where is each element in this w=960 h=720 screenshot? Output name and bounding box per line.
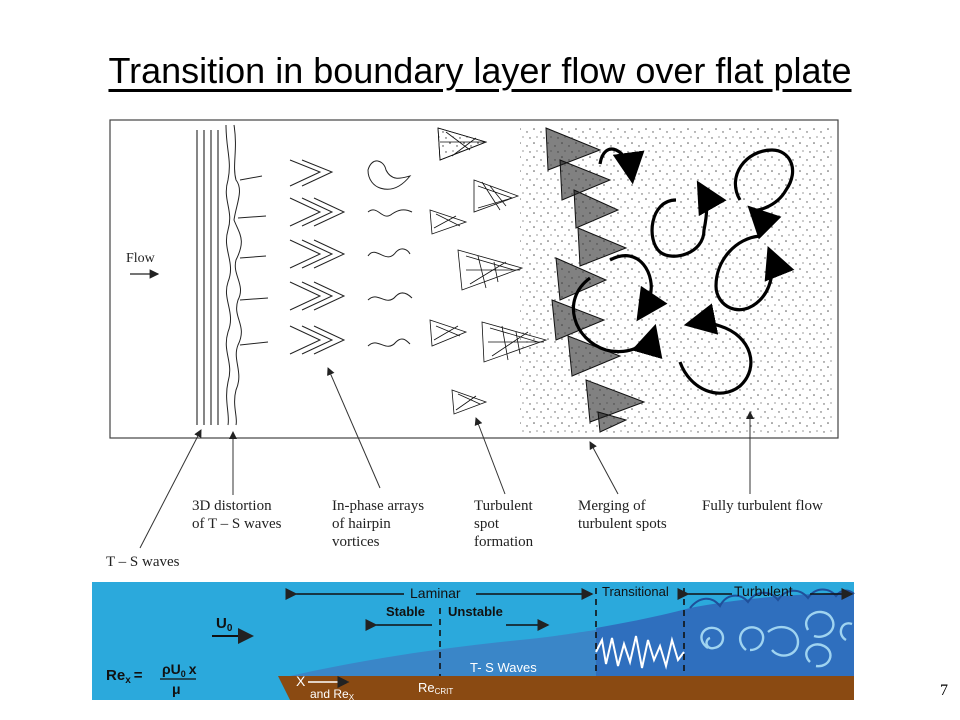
caption-spot-line1: Turbulent — [474, 498, 533, 514]
label-x: X — [296, 673, 306, 689]
regime-dividers — [439, 588, 685, 676]
slide-title: Transition in boundary layer flow over f… — [108, 50, 852, 91]
turbulent-speckle — [520, 128, 834, 433]
ts-wave-squiggle — [595, 635, 685, 670]
laminar-boundary-layer — [290, 630, 596, 676]
distortion-waves — [225, 124, 269, 426]
turbulent-eddies — [571, 147, 795, 395]
label-transitional: Transitional — [602, 584, 669, 599]
label-re-denominator: μ — [172, 681, 181, 697]
caption-spot-line3: formation — [474, 534, 534, 550]
label-re-formula: Rex= — [106, 667, 143, 686]
top-flow-diagram: Flow — [106, 119, 839, 570]
lambda-vortices — [367, 160, 413, 347]
caption-merging-line1: Merging of — [578, 498, 646, 514]
caption-hairpin-line1: In-phase arrays — [332, 498, 424, 514]
page-number: 7 — [940, 682, 948, 699]
caption-fully-turbulent: Fully turbulent flow — [702, 498, 823, 514]
caption-spot-line2: spot — [474, 516, 500, 532]
caption-pointers — [139, 367, 754, 549]
caption-distortion-line2: of T – S waves — [192, 516, 282, 532]
turbulent-edge — [689, 588, 855, 609]
label-and-re: and ReX — [310, 687, 355, 702]
caption-hairpin-line3: vortices — [332, 534, 380, 550]
label-laminar: Laminar — [410, 585, 461, 601]
ts-wave-lines — [196, 130, 219, 425]
turbulent-spots — [429, 127, 548, 415]
caption-merging-line2: turbulent spots — [578, 516, 667, 532]
caption-hairpin-line2: of hairpin — [332, 516, 391, 532]
regime-arrows — [212, 588, 854, 644]
label-ts-waves: T- S Waves — [470, 660, 537, 675]
label-u0: U0 — [216, 615, 233, 634]
flow-label: Flow — [126, 251, 156, 266]
label-unstable: Unstable — [448, 604, 503, 619]
bottom-boundary-layer-diagram: Laminar Stable Unstable Transitional Tur… — [92, 582, 855, 702]
label-turbulent: Turbulent — [734, 583, 793, 599]
hairpin-arrays — [289, 159, 346, 355]
flat-plate — [278, 676, 854, 700]
label-re-crit: ReCRIT — [418, 680, 453, 696]
caption-ts-waves: T – S waves — [106, 554, 180, 570]
label-stable: Stable — [386, 604, 425, 619]
caption-distortion-line1: 3D distortion — [192, 498, 272, 514]
turbulent-swirls — [700, 610, 853, 668]
